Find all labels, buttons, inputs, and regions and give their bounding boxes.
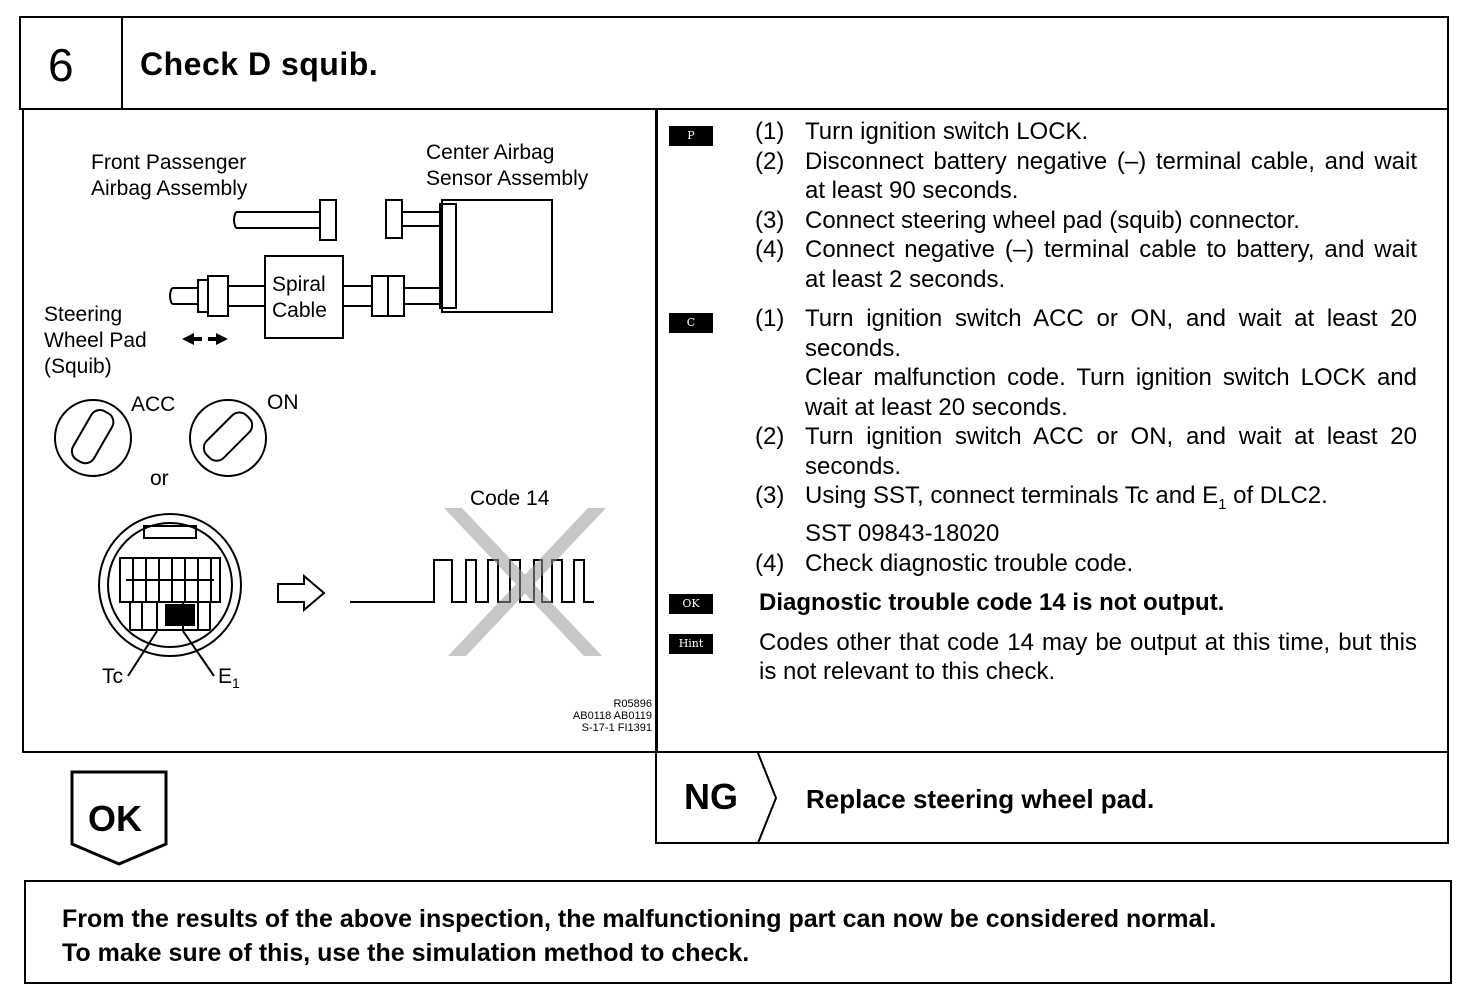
conclusion-line-2: To make sure of this, use the simulation… xyxy=(62,939,750,967)
spiral-connector-right xyxy=(371,275,389,317)
ng-label: NG xyxy=(684,776,738,817)
on-switch-circle xyxy=(189,399,267,477)
ok-arrow-box xyxy=(70,770,168,866)
instruction-list: P (1)Turn ignition switch LOCK. (2)Disco… xyxy=(655,117,1417,687)
step-number: 6 xyxy=(48,39,74,91)
ok-result-text: Diagnostic trouble code 14 is not output… xyxy=(759,589,1225,617)
diagram-reference-codes: R05896 AB0118 AB0119 S-17-1 FI1391 xyxy=(572,698,652,734)
center-sensor-inner xyxy=(439,203,457,309)
label-spiral-cable: Spiral Cable xyxy=(272,273,327,322)
label-tc: Tc xyxy=(102,665,123,688)
label-acc: ACC xyxy=(131,393,176,416)
code14-cross-out xyxy=(444,508,606,656)
c-step-3: (3)Using SST, connect terminals Tc and E… xyxy=(755,482,1328,548)
p-block: P (1)Turn ignition switch LOCK. (2)Disco… xyxy=(655,117,1417,294)
c-block: C (1)Turn ignition switch ACC or ON, and… xyxy=(655,304,1417,578)
c-badge: C xyxy=(669,313,713,333)
label-e1: E1 xyxy=(218,665,240,692)
passenger-airbag-lead xyxy=(233,211,320,229)
label-on: ON xyxy=(267,391,299,414)
step-number-divider xyxy=(121,16,123,110)
diagram-panel xyxy=(22,108,658,753)
hint-block: Hint Codes other that code 14 may be out… xyxy=(655,628,1417,687)
steering-connector xyxy=(207,275,229,317)
wiring-diagram xyxy=(54,199,606,677)
conclusion-text: From the results of the above inspection… xyxy=(62,902,1422,970)
ng-action-text: Replace steering wheel pad. xyxy=(806,784,1155,814)
p-step-1: (1)Turn ignition switch LOCK. xyxy=(755,118,1089,145)
code14-waveform xyxy=(350,559,594,603)
ok-block: OK Diagnostic trouble code 14 is not out… xyxy=(655,588,1417,618)
p-step-3: (3)Connect steering wheel pad (squib) co… xyxy=(755,206,1300,234)
ng-chevron xyxy=(757,753,778,843)
dlc2-outer xyxy=(98,513,242,657)
ok-arrow-label: OK xyxy=(88,798,142,839)
center-sensor-connector-top xyxy=(385,199,403,239)
conclusion-box xyxy=(24,880,1452,984)
result-arrow xyxy=(277,573,326,613)
label-code14: Code 14 xyxy=(470,487,550,510)
instruction-panel xyxy=(655,108,1449,844)
connect-arrows xyxy=(182,333,228,345)
center-sensor-box xyxy=(441,199,553,313)
ok-badge: OK xyxy=(669,594,713,615)
step-title: Check D squib. xyxy=(140,46,379,82)
p-step-2: (2)Disconnect battery negative (–) termi… xyxy=(755,147,1417,205)
hint-badge: Hint xyxy=(669,633,713,654)
passenger-airbag-connector xyxy=(319,199,337,241)
spiral-cable-box xyxy=(264,255,344,339)
label-or: or xyxy=(150,467,169,490)
label-steering-wheel: Steering Wheel Pad (Squib) xyxy=(44,303,147,378)
label-center-sensor: Center Airbag Sensor Assembly xyxy=(426,141,589,190)
acc-switch-circle xyxy=(54,399,132,477)
p-step-4: (4)Connect negative (–) terminal cable t… xyxy=(755,236,1417,293)
conclusion-line-1: From the results of the above inspection… xyxy=(62,905,1217,933)
c-step-4: (4)Check diagnostic trouble code. xyxy=(755,549,1134,577)
c-step-1: (1)Turn ignition switch ACC or ON, and w… xyxy=(755,305,1417,421)
label-front-passenger: Front Passenger Airbag Assembly xyxy=(91,151,248,200)
hint-text: Codes other that code 14 may be output a… xyxy=(759,628,1417,686)
p-badge: P xyxy=(669,126,713,146)
ng-divider xyxy=(655,751,1449,753)
c-step-2: (2)Turn ignition switch ACC or ON, and w… xyxy=(755,423,1417,480)
